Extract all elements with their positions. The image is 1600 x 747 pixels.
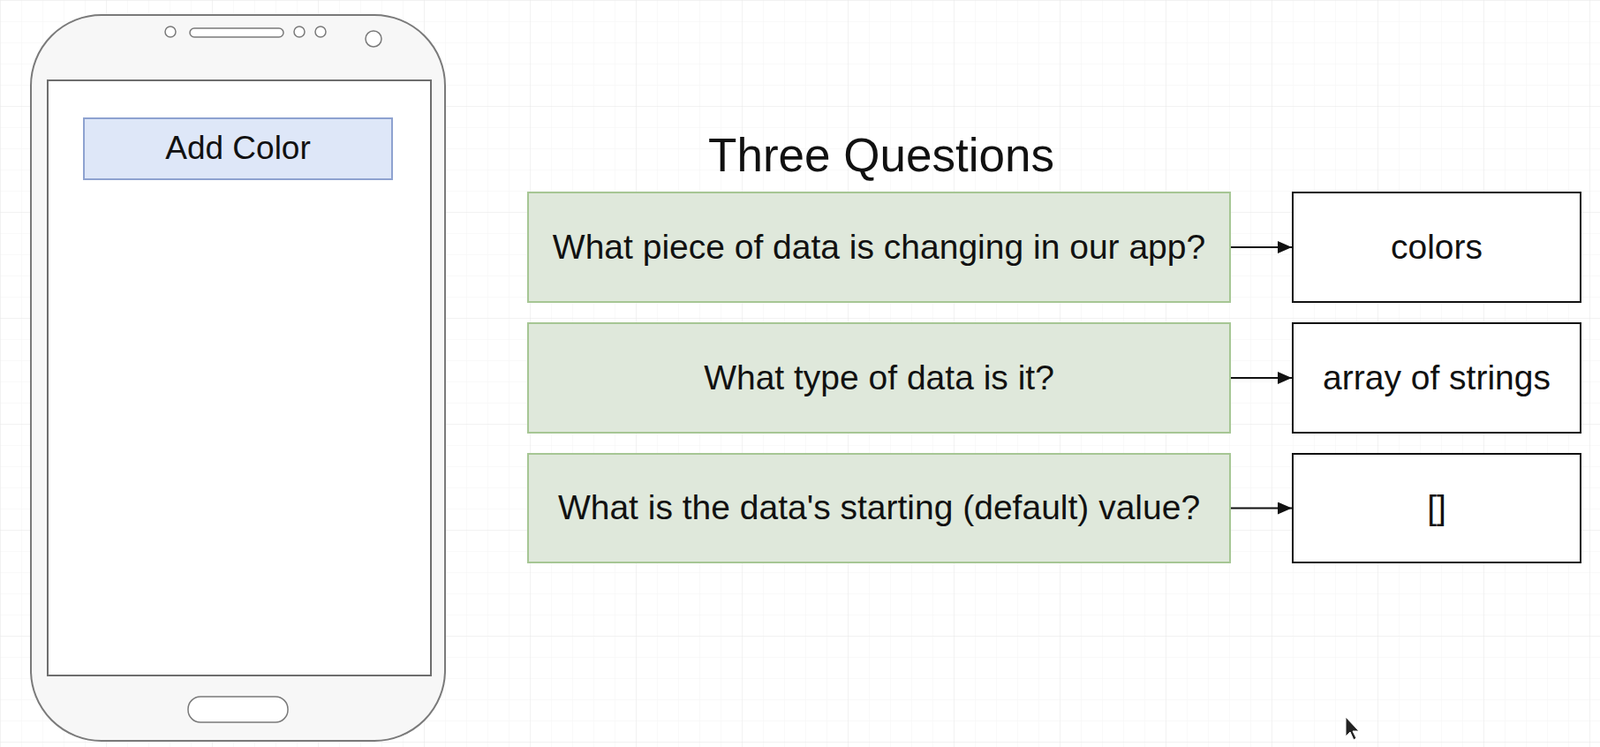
phone-illustration xyxy=(30,15,446,741)
arrow-connector xyxy=(1230,246,1292,249)
question-box: What type of data is it? xyxy=(527,322,1231,434)
phone-screen xyxy=(47,80,431,676)
button-box: Add Color xyxy=(83,117,393,181)
box-label: Add Color xyxy=(165,129,311,168)
mouse-cursor xyxy=(1345,716,1359,740)
diagram-title: Three Questions xyxy=(708,128,1055,183)
phone-sensor xyxy=(315,26,326,38)
phone-camera xyxy=(365,30,382,47)
arrow-connector xyxy=(1230,507,1292,510)
answer-box: [] xyxy=(1291,452,1582,564)
box-label: colors xyxy=(1390,227,1483,268)
box-label: [] xyxy=(1426,488,1447,529)
phone-body xyxy=(30,15,446,741)
phone-sensor xyxy=(165,26,176,38)
question-box: What is the data's starting (default) va… xyxy=(527,452,1231,564)
question-box: What piece of data is changing in our ap… xyxy=(527,191,1231,303)
phone-sensor xyxy=(294,26,305,38)
box-label: What is the data's starting (default) va… xyxy=(558,488,1200,529)
box-label: array of strings xyxy=(1322,358,1551,399)
answer-box: array of strings xyxy=(1291,322,1582,434)
box-label: What type of data is it? xyxy=(703,358,1055,399)
box-label: What piece of data is changing in our ap… xyxy=(552,227,1206,268)
arrow-connector xyxy=(1230,377,1292,379)
phone-home-button xyxy=(188,696,288,723)
answer-box: colors xyxy=(1291,191,1582,303)
phone-speaker xyxy=(189,28,284,38)
